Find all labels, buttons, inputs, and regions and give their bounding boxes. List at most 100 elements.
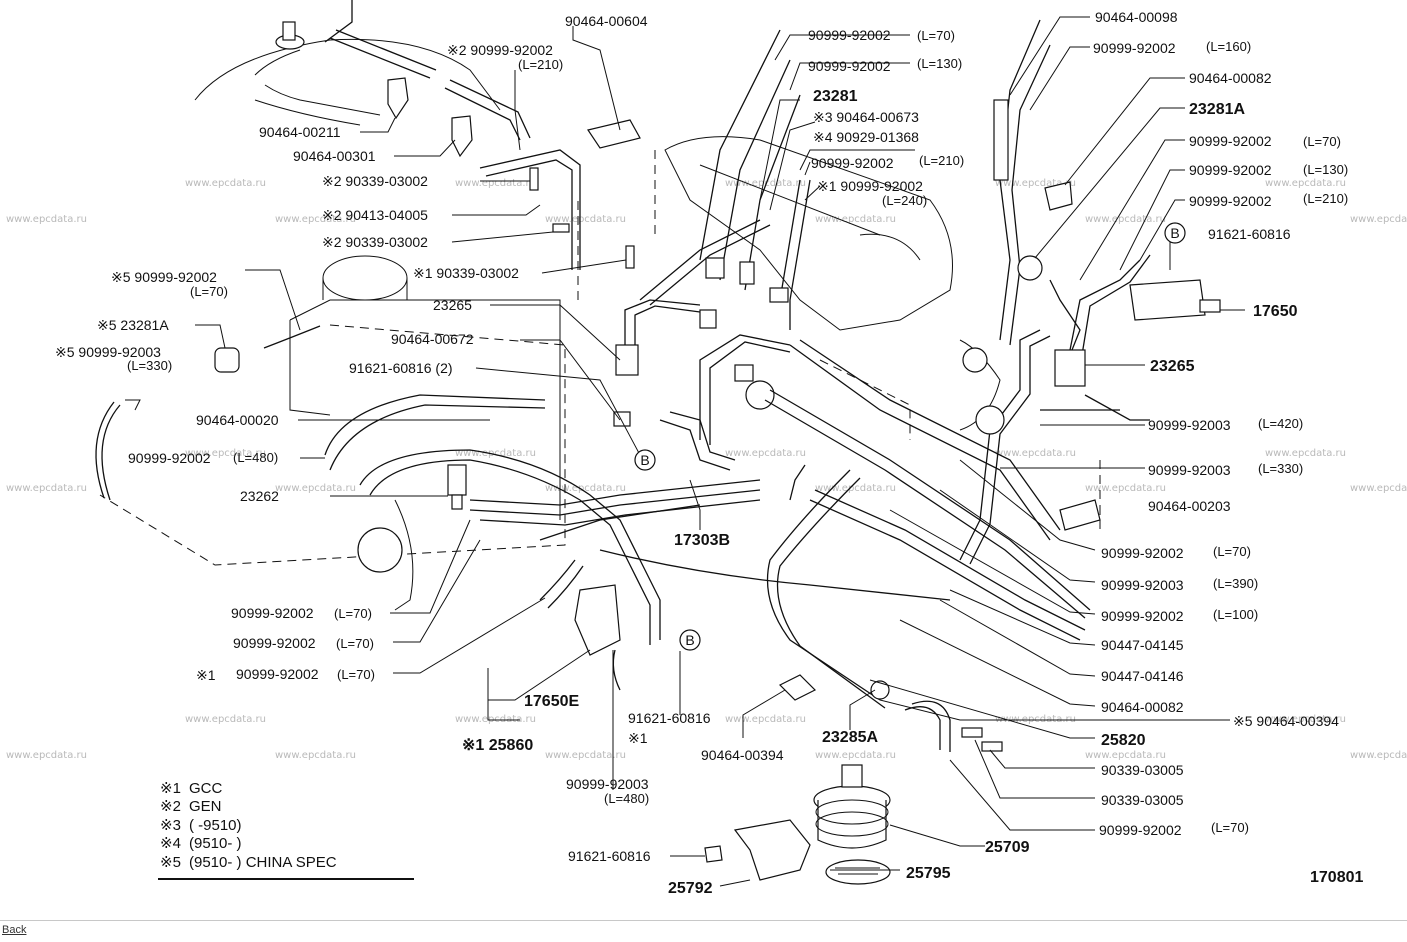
part-callout: 90999-92003 <box>1101 577 1184 593</box>
connector-icon <box>981 741 1003 752</box>
part-callout: 90999-92002 <box>128 450 211 466</box>
clip-icon <box>613 411 631 427</box>
part-callout: 23281 <box>813 88 858 105</box>
part-callout: (L=70) <box>917 28 955 43</box>
part-callout: (L=70) <box>337 667 375 682</box>
circle-marker-b <box>679 629 701 651</box>
watermark: www.epcdata.ru <box>1350 214 1407 225</box>
switch-icon <box>615 344 639 376</box>
part-callout: 91621-60816 (2) <box>349 360 453 376</box>
part-callout: 90999-92002 <box>808 58 891 74</box>
part-callout: (L=210) <box>1303 191 1348 206</box>
clip-icon <box>1044 181 1073 211</box>
valve-23281a-icon <box>1017 255 1043 281</box>
part-callout: ※5 23281A <box>97 317 169 333</box>
switch-23265-icon <box>1054 349 1086 387</box>
part-callout: 90999-92002 <box>811 155 894 171</box>
legend-text: GCC <box>189 780 223 797</box>
legend-text: GEN <box>189 798 222 815</box>
watermark: www.epcdata.ru <box>1085 483 1166 494</box>
part-callout: ※1 25860 <box>462 737 533 754</box>
part-callout: 90999-92002 <box>231 605 314 621</box>
part-callout: (L=100) <box>1213 607 1258 622</box>
part-callout: 90447-04146 <box>1101 668 1184 684</box>
part-callout: 23262 <box>240 488 279 504</box>
parts-diagram: www.epcdata.ru www.epcdata.ru www.epcdat… <box>6 0 1407 897</box>
canister-port-icon <box>841 764 863 788</box>
part-callout: (L=480) <box>604 791 649 806</box>
legend-mark: ※2 <box>160 798 181 815</box>
back-link[interactable]: Back <box>2 924 27 936</box>
legend-mark: ※5 <box>160 854 181 871</box>
clip-icon <box>769 287 789 303</box>
watermark: www.epcdata.ru <box>1265 178 1346 189</box>
watermark: www.epcdata.ru <box>6 750 87 761</box>
part-callout: 90464-00672 <box>391 331 474 347</box>
filter-25795-icon <box>825 859 891 885</box>
part-callout: (L=130) <box>1303 162 1348 177</box>
clamp-strip-icon <box>993 99 1009 181</box>
part-callout: 91621-60816 <box>568 848 651 864</box>
part-callout: ※1 <box>196 667 216 683</box>
part-callout: (L=330) <box>127 358 172 373</box>
part-callout: (L=160) <box>1206 39 1251 54</box>
legend-text: (9510- ) <box>189 835 242 852</box>
part-callout: 90999-92002 <box>1101 545 1184 561</box>
part-callout: (L=480) <box>233 450 278 465</box>
circle-marker-b <box>634 449 656 471</box>
part-callout: ※2 90413-04005 <box>322 207 428 223</box>
part-callout: ※5 90464-00394 <box>1233 713 1339 729</box>
circle-markers: B B B <box>634 222 1186 651</box>
watermark: www.epcdata.ru <box>545 483 626 494</box>
part-callout: (L=240) <box>882 193 927 208</box>
vsv-icon <box>447 464 467 496</box>
part-callout: 90339-03005 <box>1101 792 1184 808</box>
clip-icon <box>705 257 725 279</box>
watermark: www.epcdata.ru <box>725 714 806 725</box>
watermark: www.epcdata.ru <box>725 448 806 459</box>
part-callout: 90999-92002 <box>233 635 316 651</box>
part-callout: 90464-00203 <box>1148 498 1231 514</box>
diaphragm-icon <box>745 380 775 410</box>
part-callout: (L=70) <box>336 636 374 651</box>
clip-icon <box>587 119 641 149</box>
valve-23285a-icon <box>870 680 890 700</box>
part-callout: (L=70) <box>334 606 372 621</box>
valve-icon <box>699 309 717 329</box>
part-callout: 90999-92002 <box>808 27 891 43</box>
watermark: www.epcdata.ru <box>455 178 536 189</box>
watermark: www.epcdata.ru <box>995 448 1076 459</box>
watermark: www.epcdata.ru <box>275 214 356 225</box>
watermark: www.epcdata.ru <box>815 483 896 494</box>
watermark: www.epcdata.ru <box>275 483 356 494</box>
part-callout: 25795 <box>906 865 951 882</box>
part-callout: (L=70) <box>190 284 228 299</box>
clip-icon <box>778 674 817 701</box>
part-callout: 90999-92002 <box>1189 133 1272 149</box>
part-callout: ※5 90999-92003 <box>55 344 161 360</box>
clip-icon <box>387 77 409 120</box>
part-callout: 90447-04145 <box>1101 637 1184 653</box>
part-callout: 90999-92002 <box>1093 40 1176 56</box>
part-callout: 90999-92002 <box>1099 822 1182 838</box>
part-callout: 90464-00098 <box>1095 9 1178 25</box>
watermark: www.epcdata.ru <box>1265 714 1346 725</box>
part-callout: 91621-60816 <box>628 710 711 726</box>
watermark: www.epcdata.ru <box>545 214 626 225</box>
part-callout: ※5 90999-92002 <box>111 269 217 285</box>
connector-icon <box>529 167 539 191</box>
part-callout: 90999-92003 <box>566 776 649 792</box>
connector-icon <box>552 223 570 233</box>
connector-icon <box>734 364 754 382</box>
leader-lines <box>125 16 1245 887</box>
part-callout: 90999-92003 <box>1148 417 1231 433</box>
line-art <box>95 0 1221 885</box>
callout-labels: 90464-00604 ※2 90999-92002 (L=210) 90464… <box>55 9 1348 897</box>
part-callout: 23265 <box>433 297 472 313</box>
part-callout: ※2 90999-92002 <box>447 42 553 58</box>
marker-label: B <box>685 632 694 648</box>
part-callout: 25820 <box>1101 732 1146 749</box>
watermark: www.epcdata.ru <box>725 178 806 189</box>
diaphragm-icon <box>975 405 1005 435</box>
part-callout: ※1 90339-03002 <box>413 265 519 281</box>
